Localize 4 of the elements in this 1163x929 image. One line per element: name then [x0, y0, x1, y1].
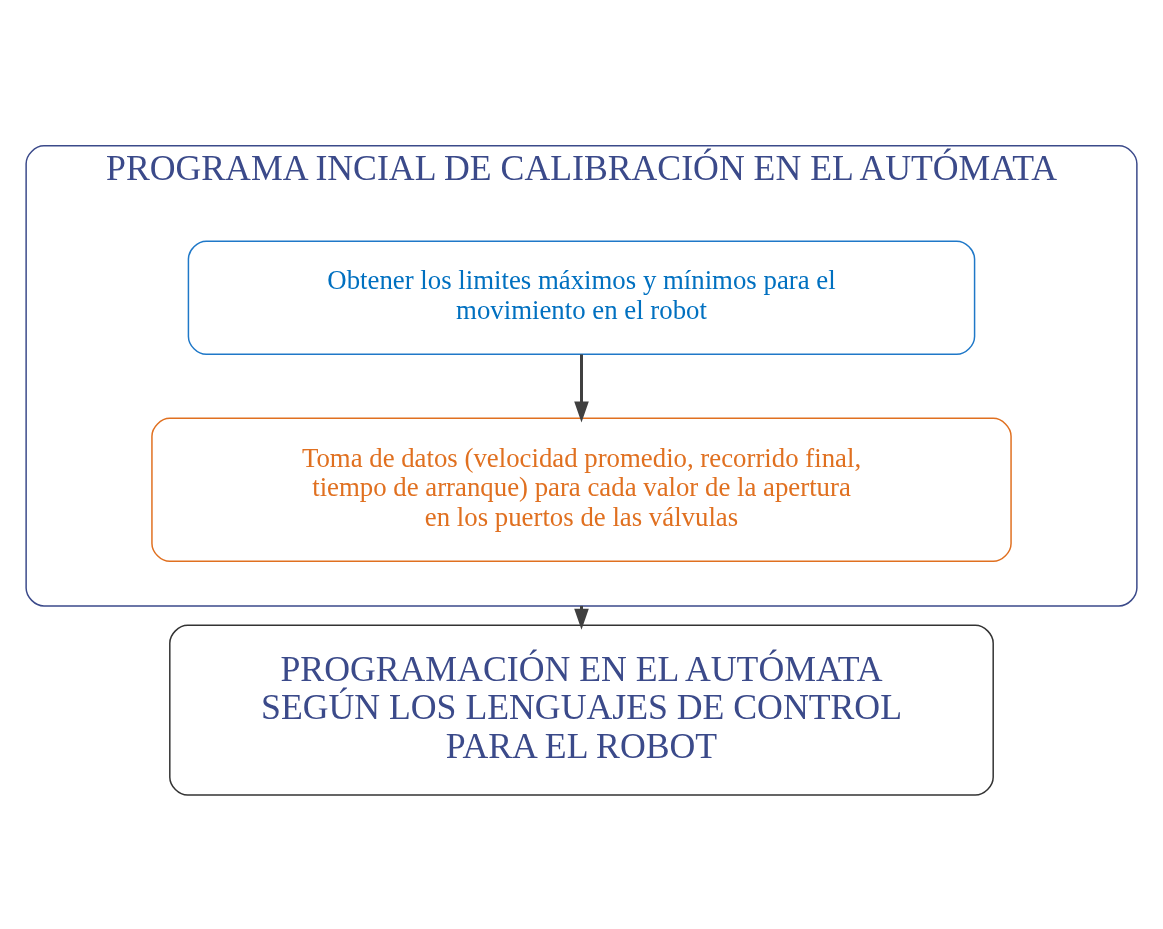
node-box: PROGRAMACIÓN EN EL AUTÓMATA SEGÚN LOS LENGUAJES DE CONTROL PARA EL ROBOT [169, 624, 994, 796]
node-box: Obtener los limites máximos y mínimos para el movimiento en el robot [187, 240, 976, 356]
arrow [574, 354, 589, 423]
node-box: Toma de datos (velocidad promedio, recorrido final, tiempo de arranque) para cada valor de la apertura en los puertos de las válvulas [151, 417, 1012, 563]
